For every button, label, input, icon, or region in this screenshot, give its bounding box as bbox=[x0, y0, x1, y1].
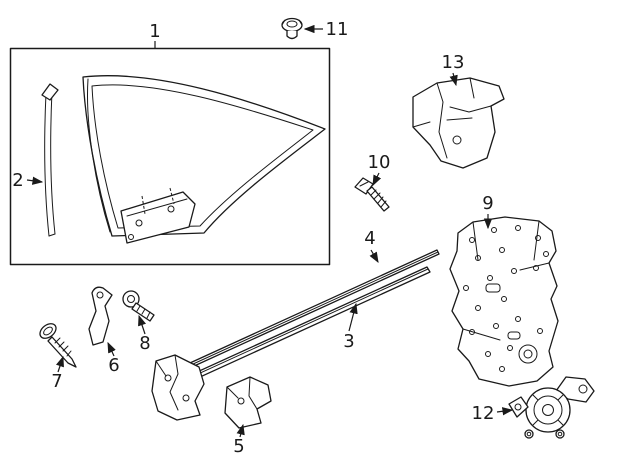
guide-bracket bbox=[88, 286, 113, 346]
callout-5-label[interactable]: 5 bbox=[233, 436, 244, 457]
screw bbox=[39, 323, 77, 368]
retainer-clip bbox=[122, 290, 155, 322]
callout-3-arrow bbox=[348, 302, 358, 332]
callout-9-label[interactable]: 9 bbox=[482, 193, 493, 214]
callout-7-label[interactable]: 7 bbox=[51, 371, 62, 392]
callout-8-arrow bbox=[138, 314, 147, 335]
callout-13[interactable]: 13 bbox=[442, 52, 465, 87]
grommet-nut bbox=[281, 17, 303, 40]
callout-13-label[interactable]: 13 bbox=[442, 52, 465, 73]
callout-10-label[interactable]: 10 bbox=[368, 152, 391, 173]
callout-6[interactable]: 6 bbox=[107, 341, 120, 376]
callout-12[interactable]: 12 bbox=[472, 403, 514, 424]
callout-4[interactable]: 4 bbox=[364, 228, 379, 264]
regulator-panel bbox=[449, 216, 559, 387]
callout-11[interactable]: 11 bbox=[303, 19, 349, 40]
bolt bbox=[354, 177, 390, 212]
glass-run-weatherstrip bbox=[41, 83, 59, 237]
callout-11-label[interactable]: 11 bbox=[326, 19, 349, 40]
belt-molding-inner bbox=[178, 249, 440, 373]
callout-10[interactable]: 10 bbox=[368, 152, 391, 187]
callout-2-label[interactable]: 2 bbox=[12, 170, 23, 191]
support-bracket bbox=[224, 376, 272, 429]
callout-4-label[interactable]: 4 bbox=[364, 228, 375, 249]
callout-3-label[interactable]: 3 bbox=[343, 331, 354, 352]
callout-1[interactable]: 1 bbox=[149, 21, 161, 48]
window-motor bbox=[508, 376, 595, 439]
callout-12-arrow bbox=[496, 407, 514, 416]
callout-5-arrow bbox=[236, 423, 245, 438]
callout-9[interactable]: 9 bbox=[482, 193, 494, 230]
callout-2[interactable]: 2 bbox=[12, 170, 44, 191]
assembly-box bbox=[9, 47, 331, 266]
callout-6-label[interactable]: 6 bbox=[108, 355, 119, 376]
callout-13-arrow bbox=[449, 72, 458, 87]
callout-7[interactable]: 7 bbox=[51, 355, 64, 392]
callout-1-label[interactable]: 1 bbox=[149, 21, 160, 42]
callout-2-arrow bbox=[26, 176, 44, 185]
belt-molding-outer bbox=[161, 266, 431, 394]
callout-5[interactable]: 5 bbox=[233, 423, 245, 457]
callout-8-label[interactable]: 8 bbox=[139, 333, 150, 354]
callout-4-arrow bbox=[369, 249, 379, 264]
callout-8[interactable]: 8 bbox=[138, 314, 151, 354]
callout-7-arrow bbox=[55, 355, 64, 373]
callout-6-arrow bbox=[107, 341, 116, 357]
molding-end-bracket bbox=[151, 354, 205, 421]
quarter-glass bbox=[82, 75, 326, 244]
callout-12-label[interactable]: 12 bbox=[472, 403, 495, 424]
callout-10-arrow bbox=[372, 172, 382, 187]
corner-bracket bbox=[412, 77, 505, 169]
callout-3[interactable]: 3 bbox=[343, 302, 358, 352]
